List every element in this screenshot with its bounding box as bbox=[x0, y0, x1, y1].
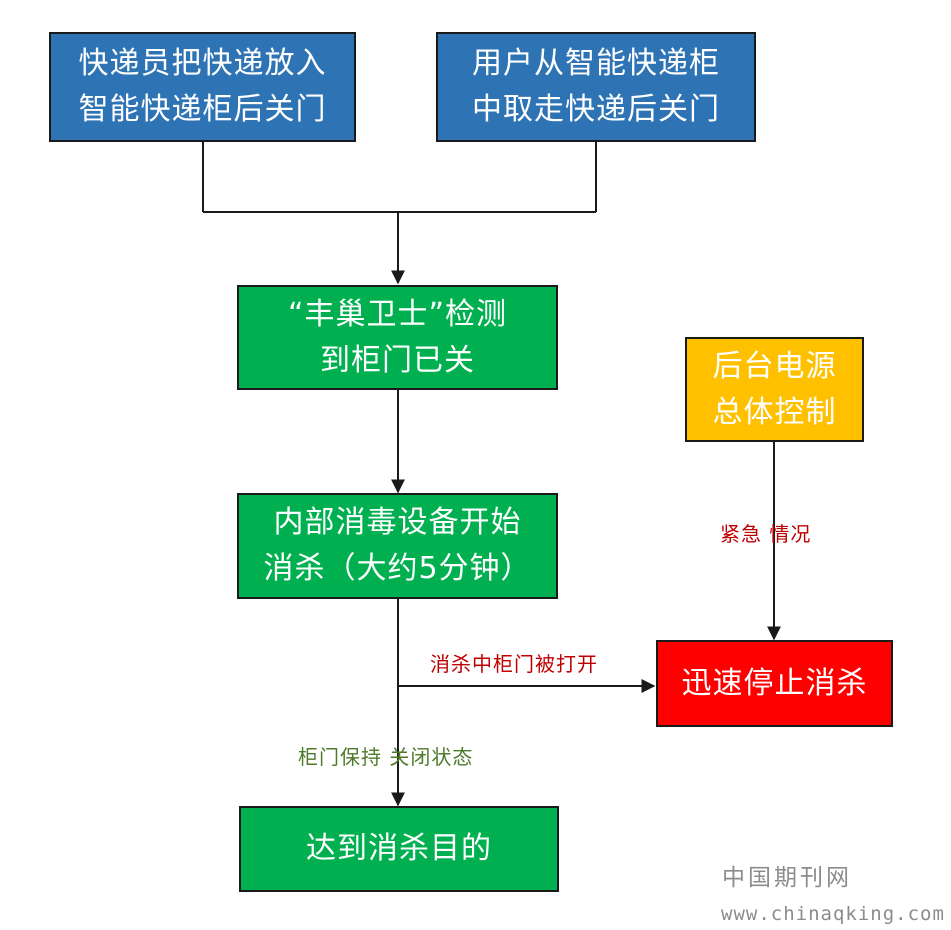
node-stop: 迅速停止消杀 bbox=[656, 640, 893, 727]
node-backend-line2: 总体控制 bbox=[712, 394, 837, 430]
node-backend: 后台电源 总体控制 bbox=[685, 337, 864, 442]
edge-label-emergency: 紧急 情况 bbox=[720, 522, 812, 546]
node-courier-close: 快递员把快递放入 智能快递柜后关门 bbox=[49, 32, 356, 142]
node-courier-close-line2: 智能快递柜后关门 bbox=[78, 92, 327, 127]
node-detect: “丰巢卫士”检测 到柜门已关 bbox=[237, 285, 558, 390]
node-detect-line1: “丰巢卫士”检测 bbox=[287, 296, 508, 332]
node-achieve-line1: 达到消杀目的 bbox=[306, 831, 492, 866]
node-disinfect-line1: 内部消毒设备开始 bbox=[273, 505, 522, 540]
node-courier-close-line1: 快递员把快递放入 bbox=[78, 46, 327, 81]
node-disinfect: 内部消毒设备开始 消杀（大约5分钟） bbox=[237, 493, 558, 599]
node-user-close-line2: 中取走快递后关门 bbox=[472, 92, 720, 127]
node-backend-line1: 后台电源 bbox=[712, 348, 837, 384]
node-achieve: 达到消杀目的 bbox=[239, 806, 559, 892]
node-user-close-line1: 用户从智能快递柜 bbox=[472, 46, 720, 81]
node-user-close: 用户从智能快递柜 中取走快递后关门 bbox=[436, 32, 756, 142]
node-stop-line1: 迅速停止消杀 bbox=[681, 665, 868, 701]
watermark-url: www.chinaqking.com bbox=[721, 903, 945, 925]
node-detect-line2: 到柜门已关 bbox=[320, 342, 475, 378]
node-disinfect-line2: 消杀（大约5分钟） bbox=[263, 551, 532, 586]
edge-label-door-opened: 消杀中柜门被打开 bbox=[430, 652, 598, 676]
watermark-cn: 中国期刊网 bbox=[722, 865, 852, 891]
edge-label-door-closed: 柜门保持 关闭状态 bbox=[298, 745, 474, 769]
